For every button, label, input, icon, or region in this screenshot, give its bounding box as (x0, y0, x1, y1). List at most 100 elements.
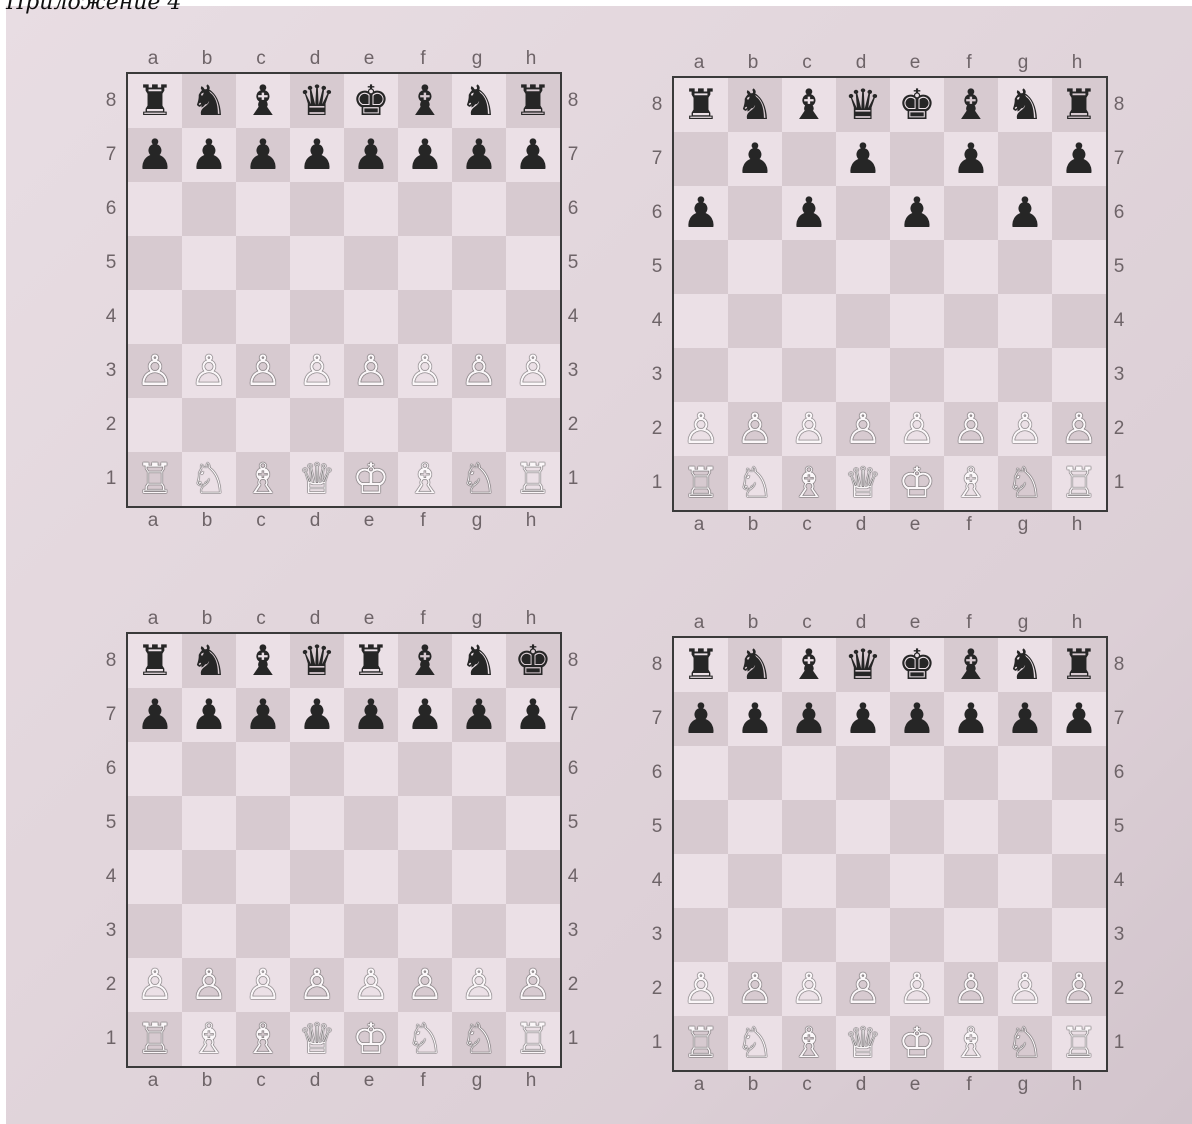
square (452, 850, 506, 904)
square: ♚ (890, 78, 944, 132)
square: ♝ (782, 78, 836, 132)
black-rook-icon: ♜ (682, 84, 720, 126)
black-pawn-icon: ♟ (1060, 138, 1098, 180)
white-bishop-icon: ♗ (244, 1018, 282, 1060)
black-bishop-icon: ♝ (952, 644, 990, 686)
square: ♟ (452, 688, 506, 742)
black-bishop-icon: ♝ (244, 80, 282, 122)
square (452, 182, 506, 236)
rank-label: 7 (1110, 132, 1128, 186)
black-pawn-icon: ♟ (790, 192, 828, 234)
square (344, 904, 398, 958)
file-label: d (834, 52, 888, 74)
square: ♞ (998, 638, 1052, 692)
rank-label: 2 (648, 402, 666, 456)
square (1052, 348, 1106, 402)
white-king-icon: ♔ (898, 462, 936, 504)
square (344, 290, 398, 344)
rank-label: 5 (564, 796, 582, 850)
rank-label: 4 (648, 854, 666, 908)
rank-label: 5 (102, 796, 120, 850)
square: ♝ (398, 74, 452, 128)
square: ♞ (728, 638, 782, 692)
black-king-icon: ♚ (898, 84, 936, 126)
square: ♛ (836, 78, 890, 132)
square: ♜ (674, 78, 728, 132)
square: ♘ (182, 452, 236, 506)
white-queen-icon: ♕ (298, 1018, 336, 1060)
square: ♖ (506, 452, 560, 506)
white-pawn-icon: ♙ (244, 964, 282, 1006)
square (836, 348, 890, 402)
rank-label: 7 (564, 128, 582, 182)
rank-label: 3 (564, 344, 582, 398)
rank-label: 1 (1110, 456, 1128, 510)
square: ♗ (944, 1016, 998, 1070)
rank-label: 1 (564, 1012, 582, 1066)
file-label: c (234, 510, 288, 532)
square: ♛ (290, 74, 344, 128)
square (290, 796, 344, 850)
square (782, 800, 836, 854)
square (290, 850, 344, 904)
white-knight-icon: ♘ (406, 1018, 444, 1060)
white-knight-icon: ♘ (460, 458, 498, 500)
rank-label: 8 (564, 74, 582, 128)
chessboard: ♜♞♝♛♚♝♞♜♟♟♟♟♟♟♟♟♙♙♙♙♙♙♙♙♖♘♗♕♔♗♘♖ (672, 636, 1108, 1072)
file-label: f (396, 608, 450, 630)
square (728, 240, 782, 294)
square: ♔ (890, 1016, 944, 1070)
white-pawn-icon: ♙ (460, 350, 498, 392)
square: ♙ (836, 402, 890, 456)
square (128, 398, 182, 452)
white-knight-icon: ♘ (1006, 462, 1044, 504)
square: ♙ (182, 344, 236, 398)
square (344, 398, 398, 452)
square: ♞ (182, 634, 236, 688)
square: ♗ (182, 1012, 236, 1066)
black-rook-icon: ♜ (1060, 84, 1098, 126)
file-label: h (504, 510, 558, 532)
square: ♞ (998, 78, 1052, 132)
white-pawn-icon: ♙ (136, 350, 174, 392)
square (236, 182, 290, 236)
black-pawn-icon: ♟ (136, 134, 174, 176)
square (398, 182, 452, 236)
square: ♙ (128, 344, 182, 398)
square: ♕ (290, 1012, 344, 1066)
black-pawn-icon: ♟ (682, 192, 720, 234)
black-pawn-icon: ♟ (844, 138, 882, 180)
black-pawn-icon: ♟ (514, 134, 552, 176)
black-knight-icon: ♞ (1006, 644, 1044, 686)
chessboard: ♜♞♝♛♚♝♞♜♟♟♟♟♟♟♟♟♙♙♙♙♙♙♙♙♖♘♗♕♔♗♘♖ (126, 72, 562, 508)
square: ♟ (890, 692, 944, 746)
square (782, 348, 836, 402)
square: ♟ (998, 186, 1052, 240)
file-label: e (888, 1074, 942, 1096)
square (506, 742, 560, 796)
black-pawn-icon: ♟ (298, 694, 336, 736)
black-pawn-icon: ♟ (244, 134, 282, 176)
black-pawn-icon: ♟ (898, 698, 936, 740)
black-pawn-icon: ♟ (190, 134, 228, 176)
square: ♞ (452, 634, 506, 688)
white-rook-icon: ♖ (1060, 1022, 1098, 1064)
square (728, 348, 782, 402)
white-pawn-icon: ♙ (1006, 408, 1044, 450)
square: ♛ (290, 634, 344, 688)
chessboard: ♜♞♝♛♜♝♞♚♟♟♟♟♟♟♟♟♙♙♙♙♙♙♙♙♖♗♗♕♔♘♘♖ (126, 632, 562, 1068)
square: ♟ (344, 128, 398, 182)
file-label: g (450, 48, 504, 70)
file-label: d (834, 514, 888, 536)
square (1052, 854, 1106, 908)
white-knight-icon: ♘ (190, 458, 228, 500)
square: ♙ (998, 402, 1052, 456)
square (290, 904, 344, 958)
square (182, 850, 236, 904)
white-bishop-icon: ♗ (952, 1022, 990, 1064)
square (674, 800, 728, 854)
square (998, 854, 1052, 908)
